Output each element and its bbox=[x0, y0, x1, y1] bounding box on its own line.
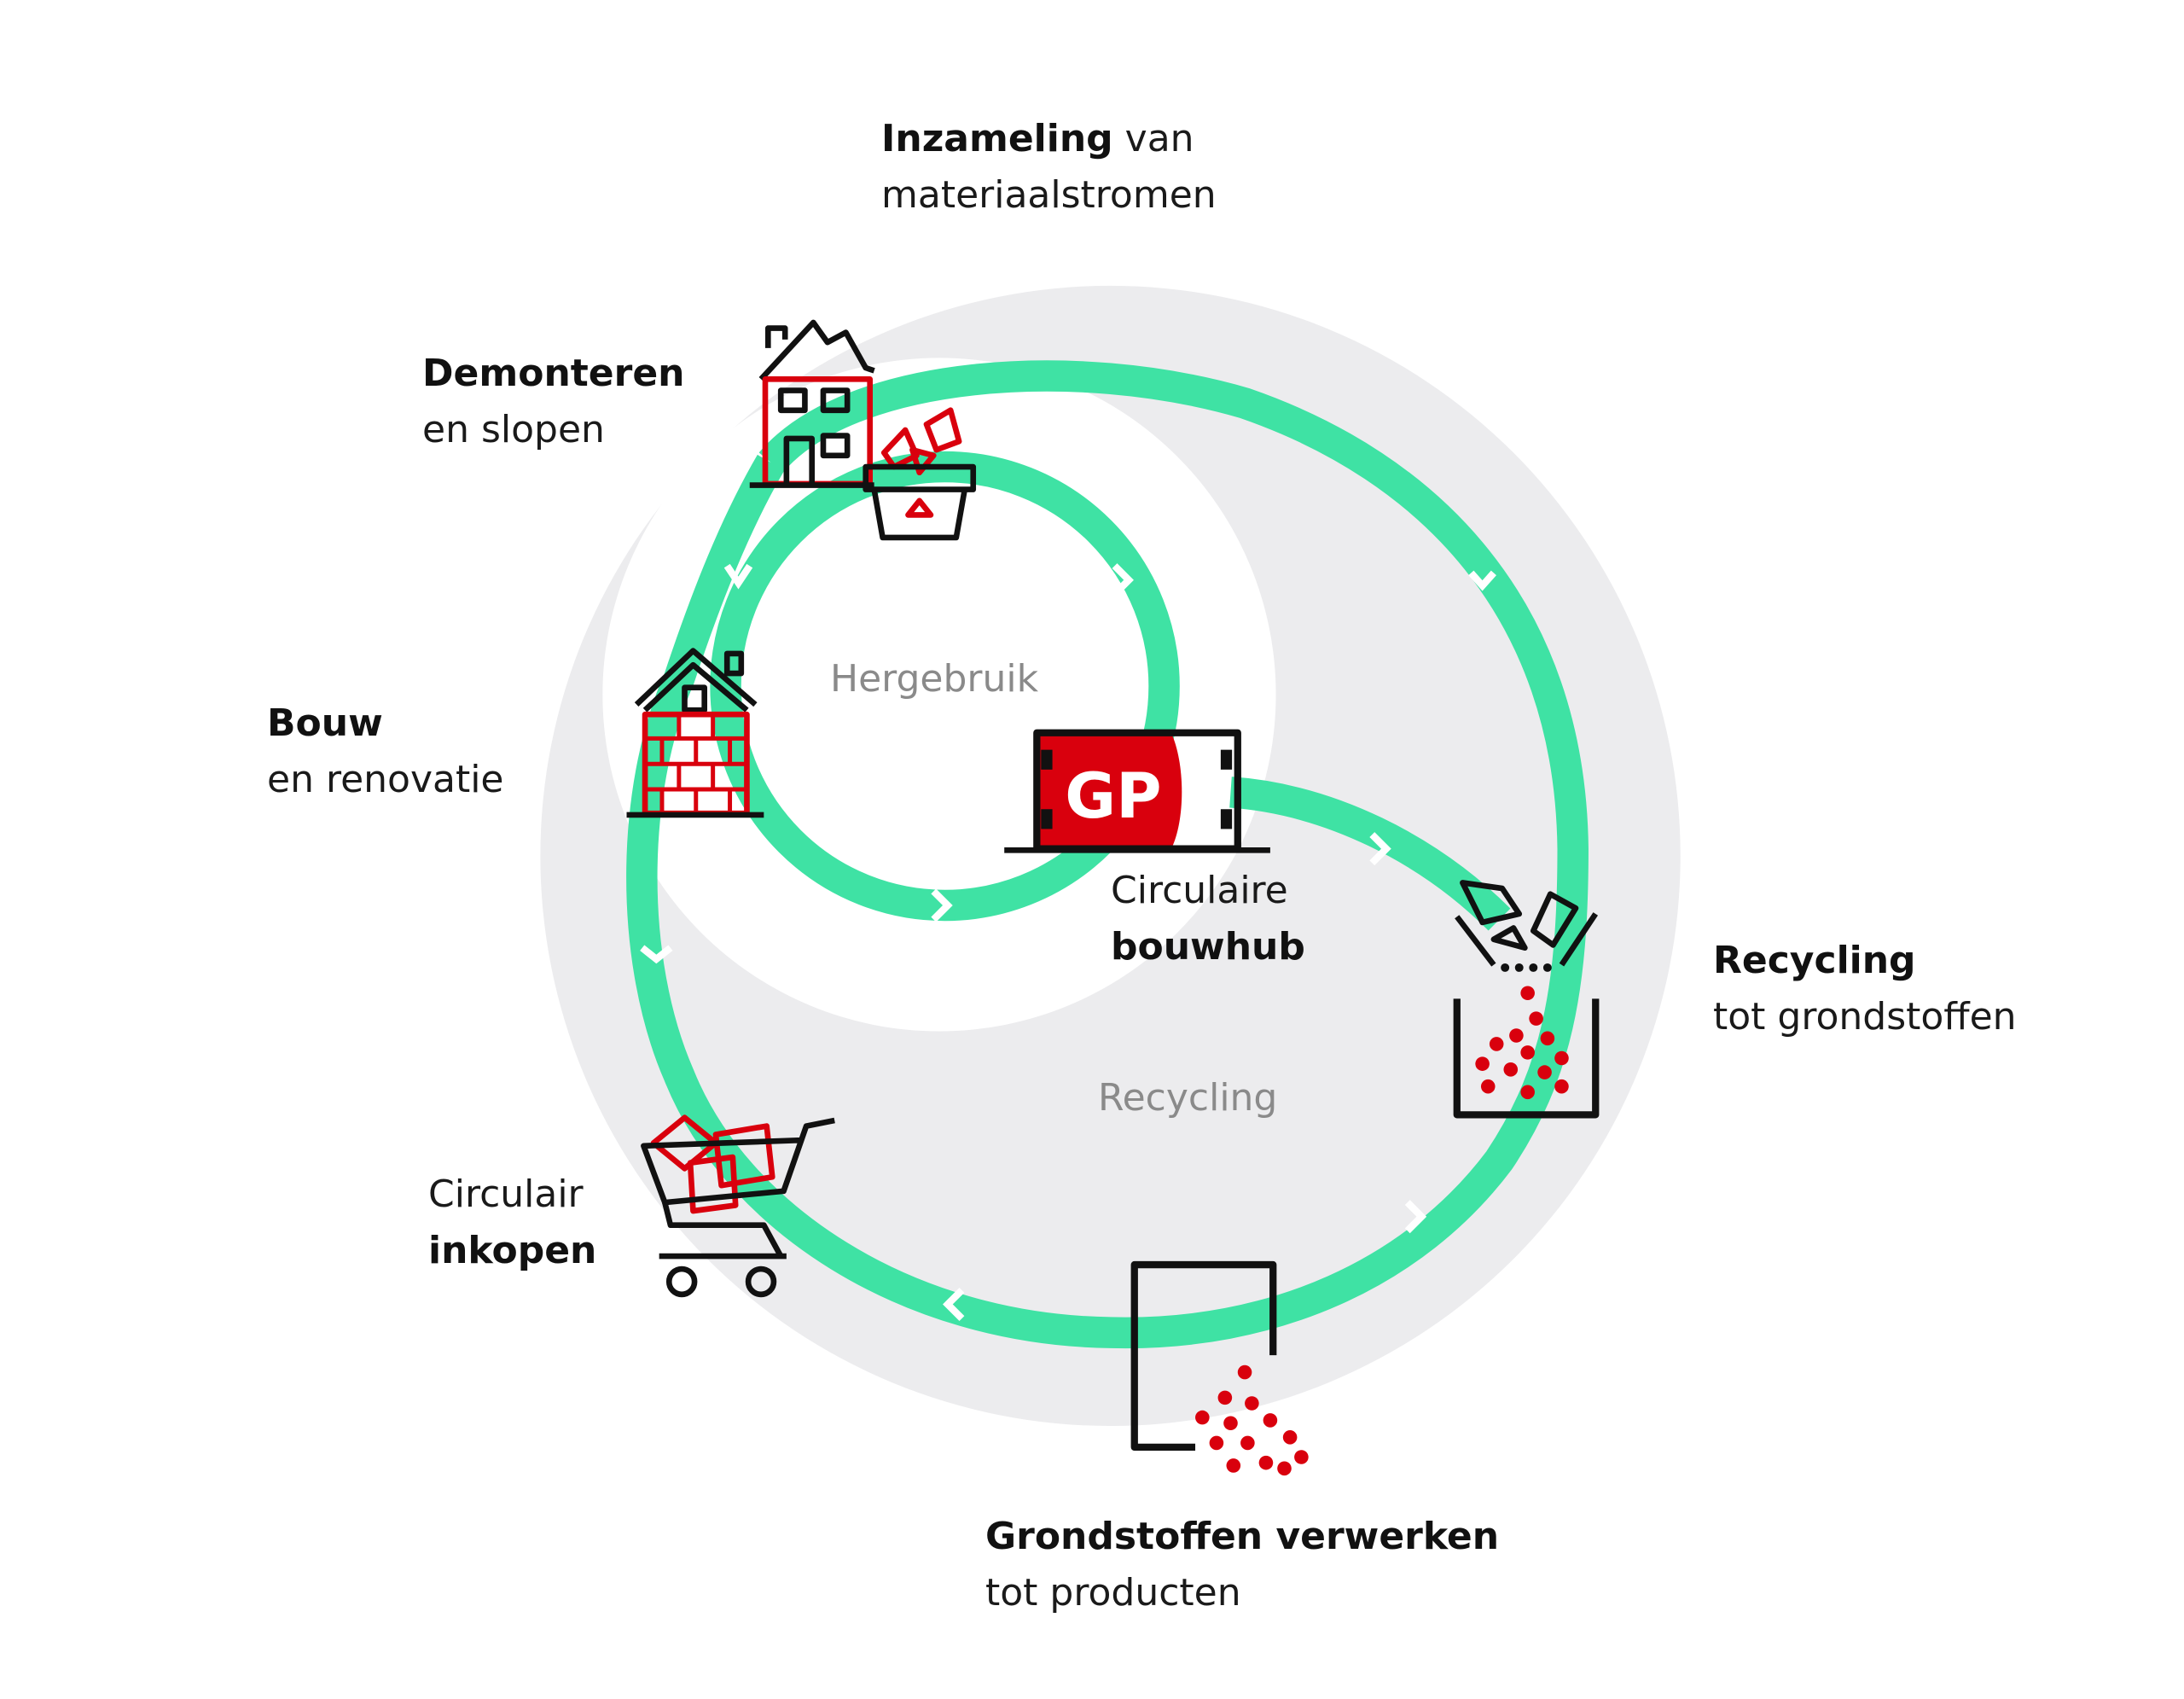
demolition-house-icon bbox=[749, 319, 875, 488]
debris-bin-icon bbox=[863, 407, 977, 541]
step-grondstoffen: Grondstoffen verwerken tot producten bbox=[985, 1509, 1499, 1621]
step-recycling-bold: Recycling bbox=[1713, 939, 1916, 982]
step-bouw-bold: Bouw bbox=[267, 701, 383, 745]
step-bouw-line2: en renovatie bbox=[267, 758, 504, 801]
step-recycling-line2: tot grondstoffen bbox=[1713, 995, 2017, 1039]
crusher-icon bbox=[1453, 880, 1600, 1119]
hub-label-line2: bouwhub bbox=[1111, 925, 1305, 969]
step-recycling: Recycling tot grondstoffen bbox=[1713, 933, 2017, 1045]
step-demonteren-bold: Demonteren bbox=[422, 352, 685, 395]
zone-label-reuse: Hergebruik bbox=[830, 657, 1039, 701]
zone-label-recycling: Recycling bbox=[1098, 1076, 1278, 1120]
container-icon: GP bbox=[1004, 729, 1270, 853]
step-inzameling-rest: van bbox=[1112, 117, 1194, 160]
step-demonteren: Demonteren en slopen bbox=[422, 346, 685, 458]
recycling-loop bbox=[626, 360, 1589, 1349]
step-bouw: Bouw en renovatie bbox=[267, 695, 504, 808]
brick-house-icon bbox=[626, 648, 764, 818]
step-inzameling-bold: Inzameling bbox=[881, 117, 1113, 160]
shopping-cart-icon bbox=[641, 1114, 835, 1298]
step-grondstoffen-bold: Grondstoffen verwerken bbox=[985, 1515, 1500, 1558]
step-demonteren-line2: en slopen bbox=[422, 408, 605, 451]
hub-label-line1: Circulaire bbox=[1111, 869, 1288, 912]
silo-icon bbox=[1130, 1260, 1309, 1476]
step-inzameling: Inzameling van materiaalstromen bbox=[881, 111, 1217, 224]
hub-label: Circulaire bouwhub bbox=[1111, 863, 1305, 975]
step-inzameling-line2: materiaalstromen bbox=[881, 173, 1217, 217]
hub-logo: GP bbox=[1065, 760, 1161, 833]
step-inkopen-line1: Circulair bbox=[428, 1172, 584, 1216]
step-inkopen-bold: inkopen bbox=[428, 1229, 597, 1272]
step-grondstoffen-line2: tot producten bbox=[985, 1571, 1241, 1615]
step-inkopen: Circulair inkopen bbox=[428, 1167, 596, 1279]
